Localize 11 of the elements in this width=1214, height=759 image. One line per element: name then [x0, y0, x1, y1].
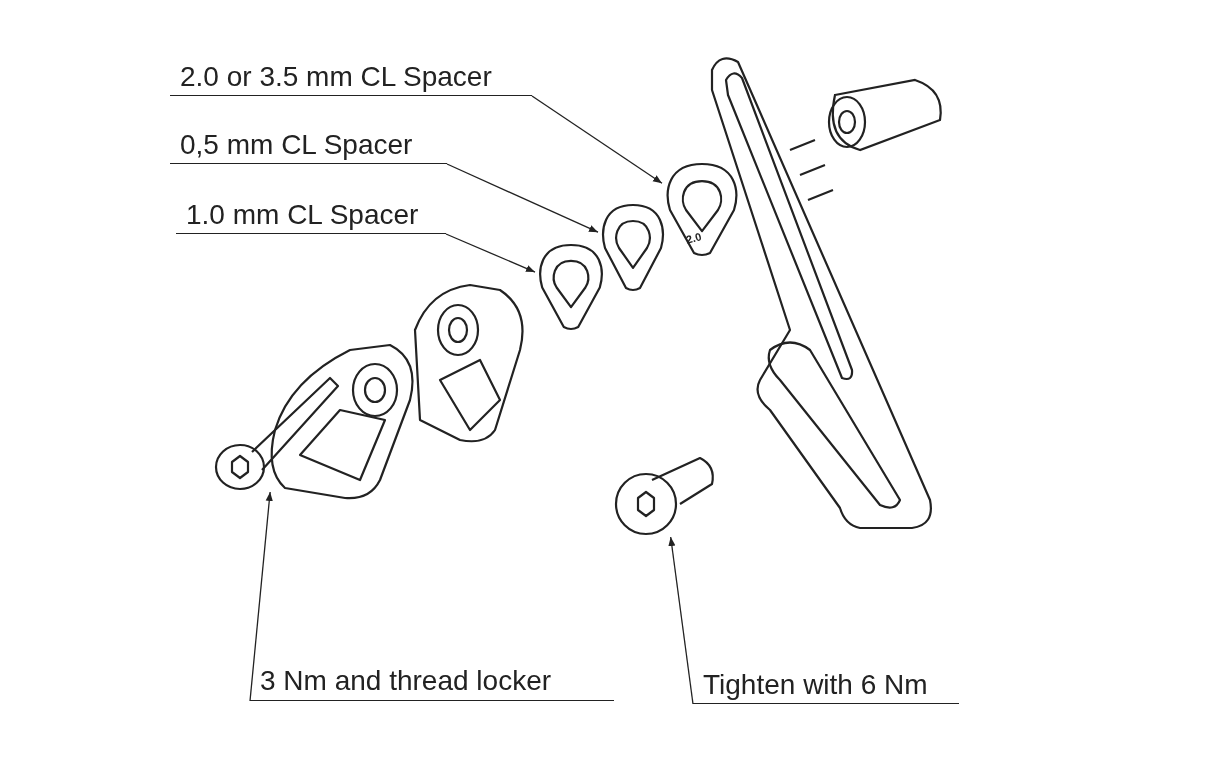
- leader-line: [249, 491, 273, 702]
- callout-text: 3 Nm and thread locker: [250, 664, 614, 701]
- leader-line: [668, 536, 694, 705]
- leader-line: [531, 95, 663, 184]
- leader-line: [446, 163, 599, 233]
- part-marking: 2.0: [684, 230, 703, 246]
- callout-text: 1.0 mm CL Spacer: [176, 198, 446, 234]
- callout-text: Tighten with 6 Nm: [693, 668, 959, 704]
- leader-line: [445, 233, 536, 273]
- callout-text: 2.0 or 3.5 mm CL Spacer: [170, 60, 532, 96]
- callout-text: 0,5 mm CL Spacer: [170, 128, 447, 164]
